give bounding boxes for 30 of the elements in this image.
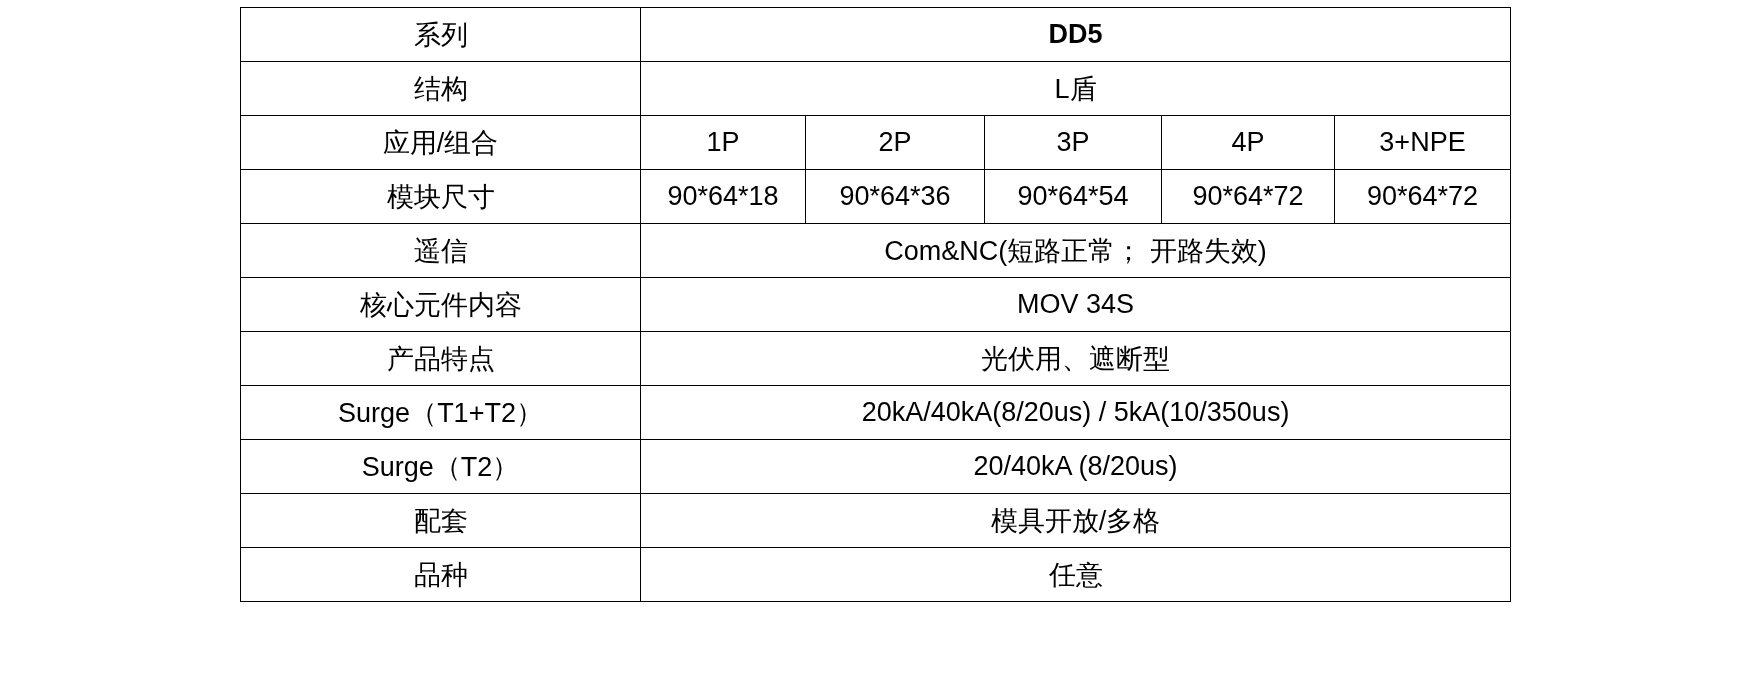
row-label: 模块尺寸 (240, 169, 641, 224)
spec-value: 20kA/40kA(8/20us) / 5kA(10/350us) (640, 385, 1511, 440)
spec-value: 任意 (640, 547, 1511, 602)
row-label: 配套 (240, 493, 641, 548)
spec-value: 90*64*36 (805, 169, 985, 224)
spec-value: DD5 (640, 7, 1511, 62)
spec-value: 光伏用、遮断型 (640, 331, 1511, 386)
row-label: Surge（T2） (240, 439, 641, 494)
spec-value: MOV 34S (640, 277, 1511, 332)
spec-value: 模具开放/多格 (640, 493, 1511, 548)
row-label: 品种 (240, 547, 641, 602)
spec-value: 90*64*54 (984, 169, 1162, 224)
spec-value: 3+NPE (1334, 115, 1511, 170)
spec-value: Com&NC(短路正常； 开路失效) (640, 223, 1511, 278)
spec-value: 90*64*18 (640, 169, 806, 224)
spec-value: 1P (640, 115, 806, 170)
row-label: 核心元件内容 (240, 277, 641, 332)
row-label: 遥信 (240, 223, 641, 278)
row-label: 结构 (240, 61, 641, 116)
spec-value: 4P (1161, 115, 1335, 170)
spec-value: 2P (805, 115, 985, 170)
row-label: 系列 (240, 7, 641, 62)
row-label: 产品特点 (240, 331, 641, 386)
spec-value: 90*64*72 (1334, 169, 1511, 224)
row-label: Surge（T1+T2） (240, 385, 641, 440)
spec-value: 90*64*72 (1161, 169, 1335, 224)
spec-value: L盾 (640, 61, 1511, 116)
spec-value: 3P (984, 115, 1162, 170)
spec-value: 20/40kA (8/20us) (640, 439, 1511, 494)
row-label: 应用/组合 (240, 115, 641, 170)
